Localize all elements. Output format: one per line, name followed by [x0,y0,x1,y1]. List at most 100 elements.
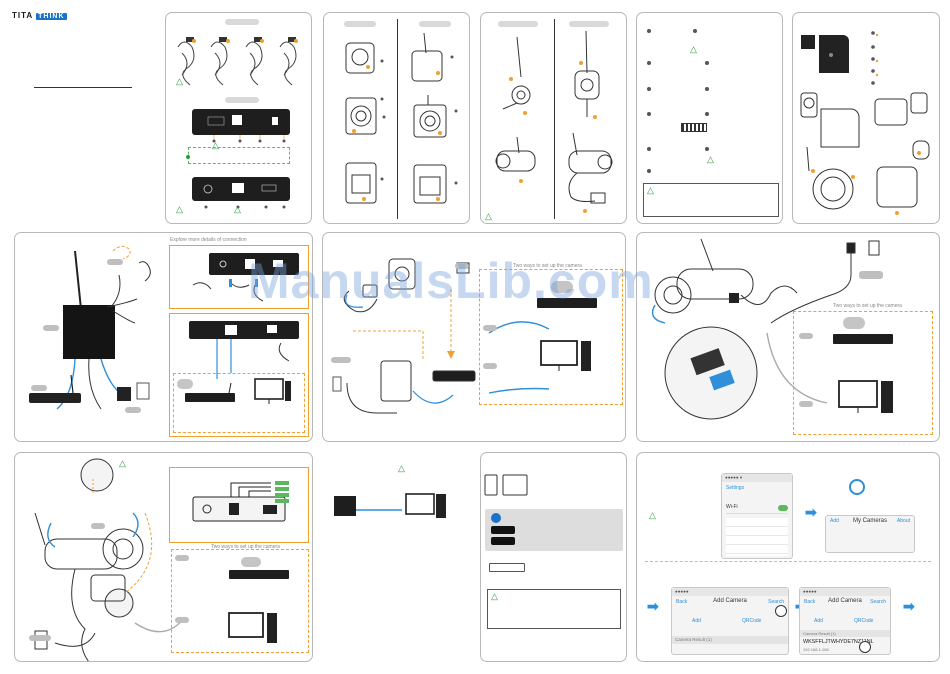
camera-ip: 192.168.1.108 [803,647,829,652]
warning-note-box [643,183,779,217]
qrcode-button[interactable]: QRCode [854,618,874,624]
about-link[interactable]: About [896,518,910,524]
result-header: Camera Result (1) [672,636,788,644]
nvr-port-detail [192,481,289,522]
router-icon [229,570,289,579]
result-header: Camera Result (1) [800,630,890,637]
nvr-connection-panel: Explore more details of connection [14,232,313,442]
my-cameras-title: My Cameras [852,518,887,524]
direct-pc-panel: △ [322,452,469,662]
label-box [799,401,813,407]
sd-card-panel [792,12,940,224]
nvr-wiring-diagram [29,245,151,410]
router-icon [185,382,235,402]
app-store-icon[interactable] [491,526,515,534]
device-icons [484,474,528,496]
explore-details-caption: Explore more details of connection [170,237,247,243]
section-divider [645,561,931,562]
indoor-camera-panel [323,12,470,224]
brand-tag: THINK [36,13,67,20]
label-box [455,263,469,269]
outdoor-wiring-diagram [34,458,186,661]
nvr-front-illustration [192,109,290,209]
specification-panel: △ △ △ [636,12,783,224]
accessories-panel: △ △ △ △ [165,12,312,224]
setup-option-box [793,311,933,435]
label-box [125,407,141,413]
caution-triangle-icon: △ [690,44,697,54]
status-bar: ●●●●● [672,588,788,596]
back-link[interactable]: Back [804,599,816,605]
indoor-camera-views [345,32,458,204]
add-link[interactable]: Add [830,518,839,524]
warning-note-box [487,589,621,629]
search-link[interactable]: Search [870,599,886,605]
outdoor-setup-diagram [651,238,880,420]
caution-triangle-icon: △ [234,204,241,214]
add-button[interactable]: Add [814,618,823,624]
setup-option-box [479,269,623,405]
nvr-back-detail [192,253,299,302]
add-button[interactable]: Add [692,618,701,624]
rj45-port-illustration [681,123,707,132]
cloud-icon [843,317,865,329]
wifi-toggle[interactable] [778,505,788,511]
search-link[interactable]: Search [768,599,784,605]
google-play-icon[interactable] [491,537,515,545]
wifi-row[interactable]: Wi-Fi [726,504,788,514]
arrow-right-icon: ➡ [647,598,659,614]
tap-hand-icon [775,605,787,617]
label-box [31,385,47,391]
brand-name: TITA [12,11,33,20]
app-setup-panel: △ ●●●●● ▾ Settings Wi-Fi ➡ Add My Camera… [636,452,940,662]
cover-panel: TITA THINK [8,8,160,224]
status-bar: ●●●●● ▾ [722,474,792,482]
caution-triangle-icon: △ [707,154,714,164]
outdoor-camera-views [495,30,613,213]
caution-triangle-icon: △ [176,76,183,86]
download-button[interactable] [489,563,525,572]
cable-illustrations [177,37,298,86]
caution-triangle-icon: △ [649,510,656,520]
indoor-setup-diagram [332,258,476,414]
column-divider [397,19,398,219]
caution-triangle-icon: △ [398,463,405,473]
camera-uid[interactable]: WKSFFLJTWHYDE7NZ11NL [803,639,874,645]
connection-detail-box-top [169,245,309,309]
monitor-icon [838,380,893,413]
label-box [483,363,497,369]
column-divider [554,19,555,219]
caution-triangle-icon: △ [212,140,219,150]
label-box [43,325,59,331]
monitor-icon [254,378,291,404]
nvr-network-detail [189,321,299,379]
settings-screen: ●●●●● ▾ Settings Wi-Fi [721,473,793,559]
tap-hand-icon [859,641,871,653]
brand-logo: TITA THINK [12,11,67,20]
qrcode-button[interactable]: QRCode [742,618,762,624]
cloud-icon [241,557,261,567]
caution-triangle-icon: △ [491,591,498,601]
back-link[interactable]: Back [676,599,688,605]
two-ways-caption: Two ways to set up the camera [211,544,280,550]
cable-route [766,332,828,404]
caution-triangle-icon: △ [176,204,183,214]
label-box [483,325,497,331]
my-cameras-screen: Add My Cameras About [825,515,915,553]
label-box [859,271,883,279]
app-download-panel: △ [480,452,627,662]
label-box [29,635,51,641]
router-icon [537,298,597,308]
label-box [799,333,813,339]
direct-pc-diagram [334,493,446,518]
app-icon [491,513,501,523]
status-light-icons [800,31,930,215]
caution-triangle-icon: △ [485,211,492,221]
label-box [175,617,189,623]
status-bar: ●●●●● [800,588,890,596]
caution-triangle-icon: △ [119,458,126,468]
indoor-setup-panel: Two ways to set up the camera [322,232,626,442]
two-ways-caption: Two ways to set up the camera [513,263,582,269]
wifi-label: Wi-Fi [726,504,738,510]
connection-detail-box-bottom [169,313,309,437]
